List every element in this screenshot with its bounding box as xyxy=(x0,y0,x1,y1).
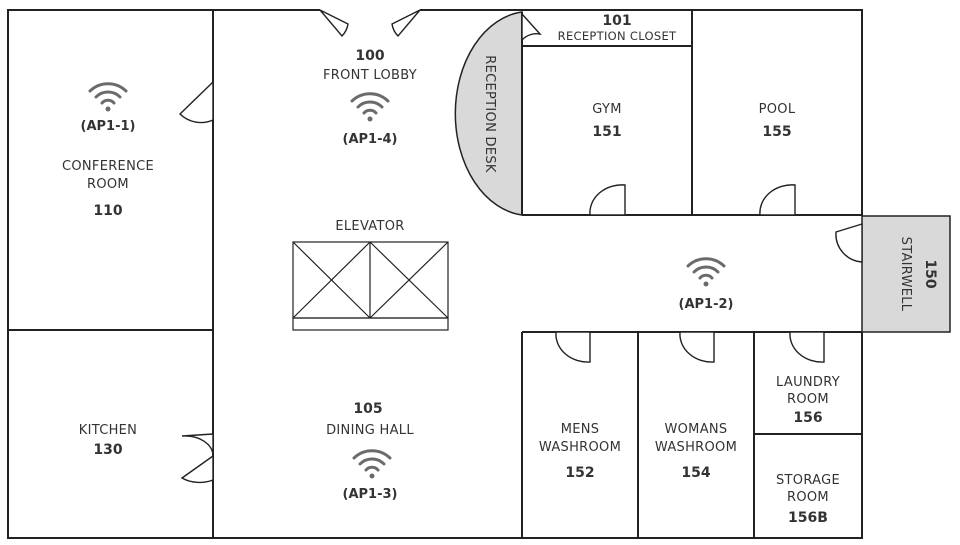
gym-name: GYM xyxy=(592,102,621,117)
stairwell-area xyxy=(861,215,951,333)
interior-walls xyxy=(8,10,862,538)
mens-washroom-number: 152 xyxy=(565,465,594,481)
elevator-name: ELEVATOR xyxy=(335,219,404,234)
dining-hall-number: 105 xyxy=(353,401,382,417)
ap-label: (AP1-2) xyxy=(679,297,734,312)
laundry-room-name-line1: LAUNDRY xyxy=(776,375,840,390)
conference-room-name-line2: ROOM xyxy=(87,177,129,192)
womans-washroom-name-line1: WOMANS xyxy=(665,422,728,437)
outer-walls xyxy=(7,9,863,539)
mens-door xyxy=(555,331,591,363)
front-lobby-number: 100 xyxy=(355,48,384,64)
conference-room-number: 110 xyxy=(93,203,122,219)
womans-washroom-name-line2: WASHROOM xyxy=(655,440,737,455)
reception-desk-area xyxy=(454,11,523,216)
kitchen-name: KITCHEN xyxy=(79,423,137,438)
womans-door xyxy=(679,331,715,363)
womans-washroom-number: 154 xyxy=(681,465,710,481)
laundry-room-number: 156 xyxy=(793,410,822,426)
wifi-icon xyxy=(350,92,390,122)
conference-door xyxy=(178,80,214,124)
closet-door xyxy=(521,12,542,42)
wifi-icon xyxy=(686,257,726,287)
stairwell-name: STAIRWELL xyxy=(898,237,913,312)
wifi-icon xyxy=(352,449,392,479)
front-entrance-doors[interactable] xyxy=(319,9,421,38)
dining-hall-name: DINING HALL xyxy=(326,423,414,438)
front-lobby-name: FRONT LOBBY xyxy=(323,68,417,83)
storage-room-name-line1: STORAGE xyxy=(776,473,840,488)
wifi-icon xyxy=(88,82,128,112)
ap-label: (AP1-1) xyxy=(81,119,136,134)
stairwell-door xyxy=(835,223,863,263)
pool-number: 155 xyxy=(762,124,791,140)
mens-washroom-name-line2: WASHROOM xyxy=(539,440,621,455)
kitchen-door-upper xyxy=(181,433,214,457)
reception-desk-name: RECEPTION DESK xyxy=(482,55,497,173)
stairwell-number: 150 xyxy=(922,259,938,288)
reception-closet-name: RECEPTION CLOSET xyxy=(558,29,677,43)
laundry-door xyxy=(789,331,825,363)
elevator-shaft xyxy=(292,241,449,331)
ap-label: (AP1-3) xyxy=(343,487,398,502)
doors[interactable] xyxy=(178,12,863,484)
kitchen-number: 130 xyxy=(93,442,122,458)
kitchen-door-lower xyxy=(180,454,214,484)
storage-room-number: 156B xyxy=(788,510,828,526)
conference-room-name-line1: CONFERENCE xyxy=(62,159,154,174)
laundry-room-name-line2: ROOM xyxy=(787,392,829,407)
pool-door xyxy=(759,184,796,216)
gym-number: 151 xyxy=(592,124,621,140)
mens-washroom-name-line1: MENS xyxy=(561,422,600,437)
pool-name: POOL xyxy=(759,102,796,117)
gym-door xyxy=(589,184,626,216)
storage-room-name-line2: ROOM xyxy=(787,490,829,505)
reception-closet-number: 101 xyxy=(602,13,631,29)
ap-label: (AP1-4) xyxy=(343,132,398,147)
